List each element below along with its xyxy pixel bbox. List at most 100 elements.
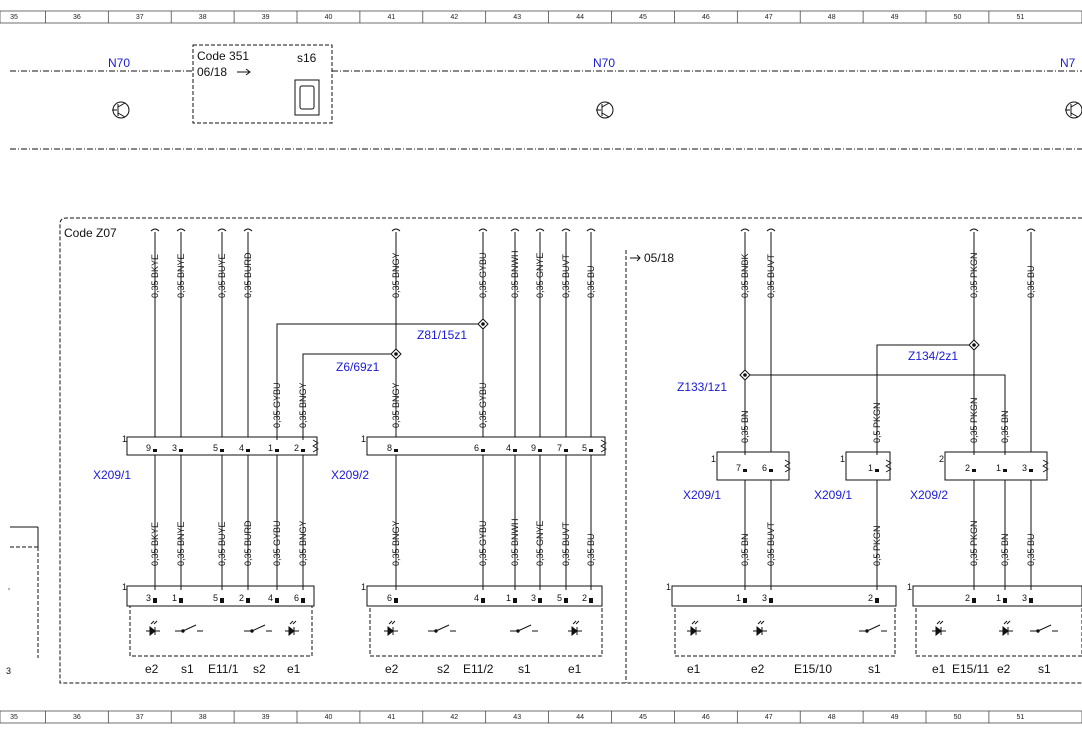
wire-label-top: 0,35 BUVT [561, 253, 571, 298]
connector-pin [1003, 469, 1007, 472]
sub-e15-11-e2: e2 [997, 662, 1011, 676]
connector-pin [301, 449, 305, 452]
splice-z81 [477, 318, 489, 330]
sub-e11-1-e2: e2 [145, 662, 159, 676]
diode-icon [285, 620, 299, 637]
wire-end-arc [1026, 228, 1036, 232]
component-pin [153, 598, 157, 603]
connector-pin [179, 449, 183, 452]
pin-one-mark: 1 [361, 582, 366, 592]
ruler-label: 37 [136, 714, 144, 721]
pin-one-mark: 1 [122, 434, 127, 444]
wire-label-top: 0,35 BKYE [150, 254, 160, 298]
wire-label-bottom: 0,35 BU [1026, 533, 1036, 566]
switch-icon [244, 624, 272, 633]
connector-pin [153, 449, 157, 452]
wire-label-mid: 0,35 BNGY [391, 382, 401, 428]
ref-arrow [630, 254, 641, 262]
component-pin-number: 5 [213, 593, 218, 603]
ruler-label: 35 [10, 14, 18, 21]
ruler-label: 45 [639, 14, 647, 21]
wire-label-bottom: 0,35 BUYE [217, 521, 227, 566]
connector-pin-number: 5 [213, 443, 218, 453]
transistor-icon [112, 101, 130, 119]
splice-z81-label: Z81/15z1 [417, 328, 467, 342]
ruler-label: 47 [765, 714, 773, 721]
ruler-label: 42 [450, 714, 458, 721]
n70-label-left: N70 [108, 56, 130, 70]
ruler-label: 49 [891, 14, 899, 21]
wire-label-top: 0,35 BUYE [217, 253, 227, 298]
splice-branches [276, 323, 1006, 455]
ruler-label: 36 [73, 714, 81, 721]
connector-pin [538, 449, 542, 452]
wire-label-mid: 0,35 PKGN [969, 397, 979, 443]
ref-0518: 05/18 [644, 251, 674, 265]
switch-icon [1030, 624, 1058, 633]
ruler-label: 48 [828, 714, 836, 721]
component-pin [481, 598, 485, 603]
diode-icon [568, 620, 582, 637]
switch-icon [428, 624, 456, 633]
connector-pin-number: 7 [736, 463, 741, 473]
wire-label-top: 0,35 BURD [243, 252, 253, 298]
component-symbols [146, 620, 1058, 637]
connector-pin-number: 1 [268, 443, 273, 453]
pin-one-mark: 1 [122, 582, 127, 592]
ruler-bottom [0, 710, 1082, 724]
svg-text:ʼ: ʼ [8, 587, 10, 597]
connector-pin [481, 449, 485, 452]
connector-x209-1-b: X209/1 [683, 488, 721, 502]
ruler-label: 40 [325, 14, 333, 21]
wire-label-top: 0,35 PKGN [969, 252, 979, 298]
sub-e11-2-s2: s2 [437, 662, 450, 676]
component-pin [394, 598, 398, 603]
pin-one-mark: 1 [840, 454, 845, 464]
svg-text:3: 3 [6, 666, 11, 676]
wire-label-bottom: 0,35 BURD [243, 520, 253, 566]
connector-x209-2-b: X209/2 [910, 488, 948, 502]
ruler-label: 50 [954, 714, 962, 721]
connector-pin-number: 4 [506, 443, 511, 453]
component-pin-number: 2 [582, 593, 587, 603]
component-pin [275, 598, 279, 603]
component-pin-number: 3 [146, 593, 151, 603]
pin-one-mark: 1 [361, 434, 366, 444]
diode-icon [999, 620, 1013, 637]
wire-label-bottom: 0,35 BKYE [150, 522, 160, 566]
wire-end-arc [150, 228, 160, 232]
component-pin-number: 3 [1022, 593, 1027, 603]
wire-label-top: 0,35 BU [586, 265, 596, 298]
connector-pin-number: 9 [531, 443, 536, 453]
component-pin-number: 2 [239, 593, 244, 603]
wire-end-arc [766, 228, 776, 232]
component-pin [589, 598, 593, 603]
component-pin-number: 4 [268, 593, 273, 603]
sub-e11-1-s1: s1 [181, 662, 194, 676]
ruler-label: 46 [702, 714, 710, 721]
wire-label-mid: 0,35 BN [1000, 410, 1010, 443]
splice-z133-label: Z133/1z1 [677, 380, 727, 394]
wire-end-arc [176, 228, 186, 232]
connector-pin [564, 449, 568, 452]
connector-pin-number: 5 [582, 443, 587, 453]
pin-one-mark: 1 [711, 454, 716, 464]
ruler-label: 35 [10, 714, 18, 721]
wire-end-arc [740, 228, 750, 232]
wire-end-arc [510, 228, 520, 232]
ruler-label: 46 [702, 14, 710, 21]
code351-ref: 06/18 [197, 65, 227, 79]
component-pin [538, 598, 542, 603]
wire-end-arc [561, 228, 571, 232]
transistor-icon [1065, 101, 1082, 119]
wire-end-arc [478, 228, 488, 232]
component-pin-number: 2 [868, 593, 873, 603]
connector-pin-number: 6 [762, 463, 767, 473]
component-pin [179, 598, 183, 603]
wire-label-bottom: 0,35 GYBU [478, 520, 488, 566]
connector-pin-number: 2 [294, 443, 299, 453]
ruler-label: 38 [199, 14, 207, 21]
connector-pin [513, 449, 517, 452]
component-pin-number: 1 [506, 593, 511, 603]
